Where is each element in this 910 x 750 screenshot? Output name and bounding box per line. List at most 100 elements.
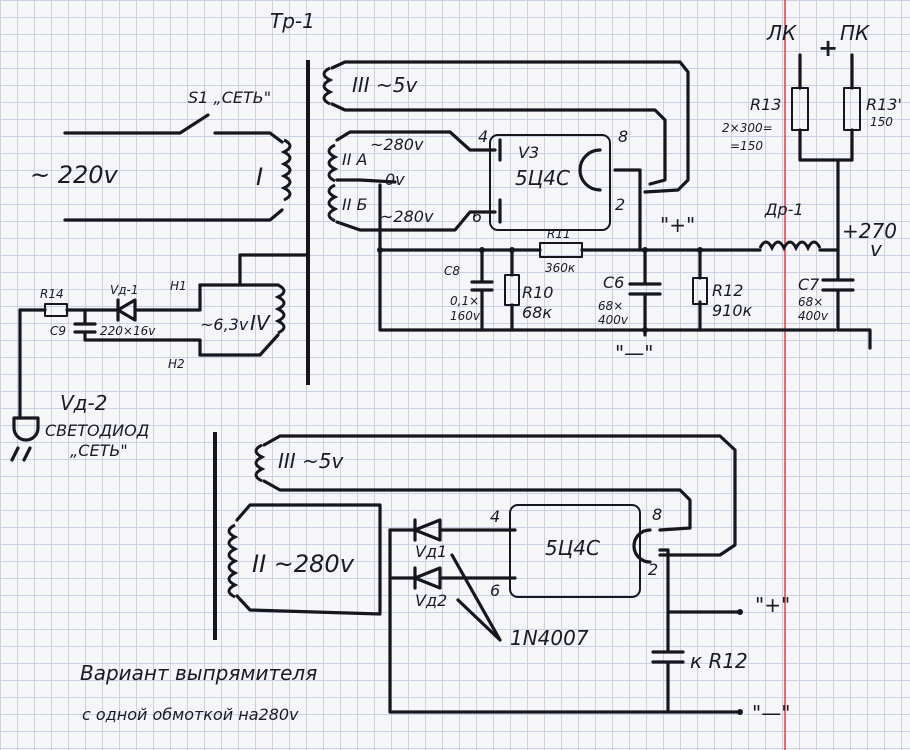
diode-vd1 <box>65 283 202 322</box>
label-r12v: 910к <box>712 301 753 320</box>
label-c8: C8 <box>444 264 460 278</box>
wire-pin2-out <box>613 168 642 252</box>
label-c9: C9 <box>50 324 66 338</box>
label-c7v2: 400v <box>798 309 829 323</box>
wire-280-b <box>235 594 382 616</box>
tube-v3-cathode <box>578 148 602 192</box>
label-b-p6: 6 <box>490 581 500 600</box>
label-w4: IV <box>250 311 271 335</box>
label-lk: ЛК <box>766 21 797 45</box>
label-r11: R11 <box>547 227 571 241</box>
label-r14: R14 <box>40 287 64 301</box>
label-c9val: 220×16v <box>100 324 156 338</box>
winding-2a-coil <box>327 143 339 183</box>
led-vd2 <box>12 416 40 442</box>
label-w1: I <box>256 163 263 191</box>
label-vd2: Vд-2 <box>60 391 107 415</box>
diode-vd-2 <box>388 566 517 590</box>
label-p4: 4 <box>478 127 488 146</box>
primary-winding <box>280 138 292 202</box>
label-v3: V3 <box>518 143 539 162</box>
capacitor-c9 <box>73 308 202 357</box>
label-r11v: 360к <box>545 261 576 275</box>
label-r13bv: 150 <box>870 115 893 129</box>
label-r10: R10 <box>522 283 553 302</box>
heater-wire-2a <box>262 434 737 557</box>
label-kr12: к R12 <box>690 649 748 673</box>
label-c8v2: 160v <box>450 309 481 323</box>
label-tube: 5Ц4С <box>515 166 570 190</box>
label-r13v: 2×300= <box>722 121 773 135</box>
label-w2-bottom: II ~280v <box>252 550 355 578</box>
label-63v: ~6,3v <box>200 315 249 334</box>
label-270u: v <box>870 237 883 261</box>
winding-3b-coil <box>254 443 266 483</box>
wire-choke-out <box>818 178 840 252</box>
label-s1: S1 „СЕТЬ" <box>188 88 271 107</box>
capacitor-out <box>651 548 742 714</box>
caption-line2: с одной обмоткой на280v <box>82 705 299 724</box>
label-c7v: 68× <box>798 295 823 309</box>
heater-wire-2b <box>262 479 692 532</box>
tube-bottom-cathode <box>632 528 652 564</box>
label-r13v2: =150 <box>730 139 763 153</box>
capacitor-c8 <box>470 248 494 332</box>
winding-4-coil <box>274 283 286 335</box>
choke-dr1 <box>758 240 822 252</box>
heater-wire-b <box>330 102 667 186</box>
wire-iv-tap <box>238 253 310 287</box>
label-p6: 6 <box>472 207 482 226</box>
diode-pointer <box>450 553 502 642</box>
wire-280-a <box>235 503 382 614</box>
label-led2: „СЕТЬ" <box>70 441 128 460</box>
label-minus-bottom: "—" <box>752 701 790 725</box>
label-c6: C6 <box>603 273 624 292</box>
heater-wire-a <box>330 60 690 194</box>
tube-v3 <box>489 134 611 231</box>
label-vd-2: Vд2 <box>415 591 447 610</box>
wire-2b-pin6 <box>335 210 497 232</box>
label-tube-bottom: 5Ц4С <box>545 536 600 560</box>
label-0v: 0v <box>385 170 405 189</box>
label-270: +270 <box>842 219 897 243</box>
label-280a: ~280v <box>370 135 424 154</box>
label-h2: H2 <box>168 357 185 371</box>
resistor-r10 <box>504 274 520 306</box>
label-c6v: 68× <box>598 299 623 313</box>
label-w3-top: III ~5v <box>352 73 419 97</box>
capacitor-c6 <box>628 248 662 337</box>
label-dr1: Др-1 <box>764 200 804 219</box>
label-mains: ~ 220v <box>30 161 119 189</box>
label-r10v: 68к <box>522 303 552 322</box>
ground-bus <box>378 183 837 332</box>
label-p2: 2 <box>615 195 625 214</box>
winding-3-coil <box>322 66 334 106</box>
capacitor-c7 <box>821 248 872 350</box>
resistor-r13 <box>791 87 809 131</box>
label-r13: R13 <box>750 95 781 114</box>
wire-0v <box>335 178 397 184</box>
mains-input <box>63 113 284 222</box>
resistor-r12 <box>692 277 708 305</box>
label-w2a: II A <box>342 150 367 169</box>
caption-line1: Вариант выпрямителя <box>80 661 317 685</box>
label-led1: СВЕТОДИОД <box>45 421 149 440</box>
label-c7: C7 <box>798 275 820 294</box>
label-tr1: Тр-1 <box>270 9 315 33</box>
winding-2b-coil <box>327 183 339 223</box>
label-minus: "—" <box>615 341 653 365</box>
tube-bottom <box>509 504 641 598</box>
ground-bus-2 <box>388 528 742 714</box>
label-280b: ~280v <box>380 207 434 226</box>
resistor-r11 <box>539 242 583 258</box>
label-plus-rail: + <box>818 34 838 62</box>
wire-2a-pin4 <box>335 130 497 152</box>
label-p8: 8 <box>618 127 628 146</box>
label-b-p8: 8 <box>652 505 662 524</box>
label-b-p4: 4 <box>490 507 500 526</box>
label-w2b: II Б <box>342 195 368 214</box>
label-pk: ПК <box>840 21 870 45</box>
led-rays <box>10 446 32 462</box>
